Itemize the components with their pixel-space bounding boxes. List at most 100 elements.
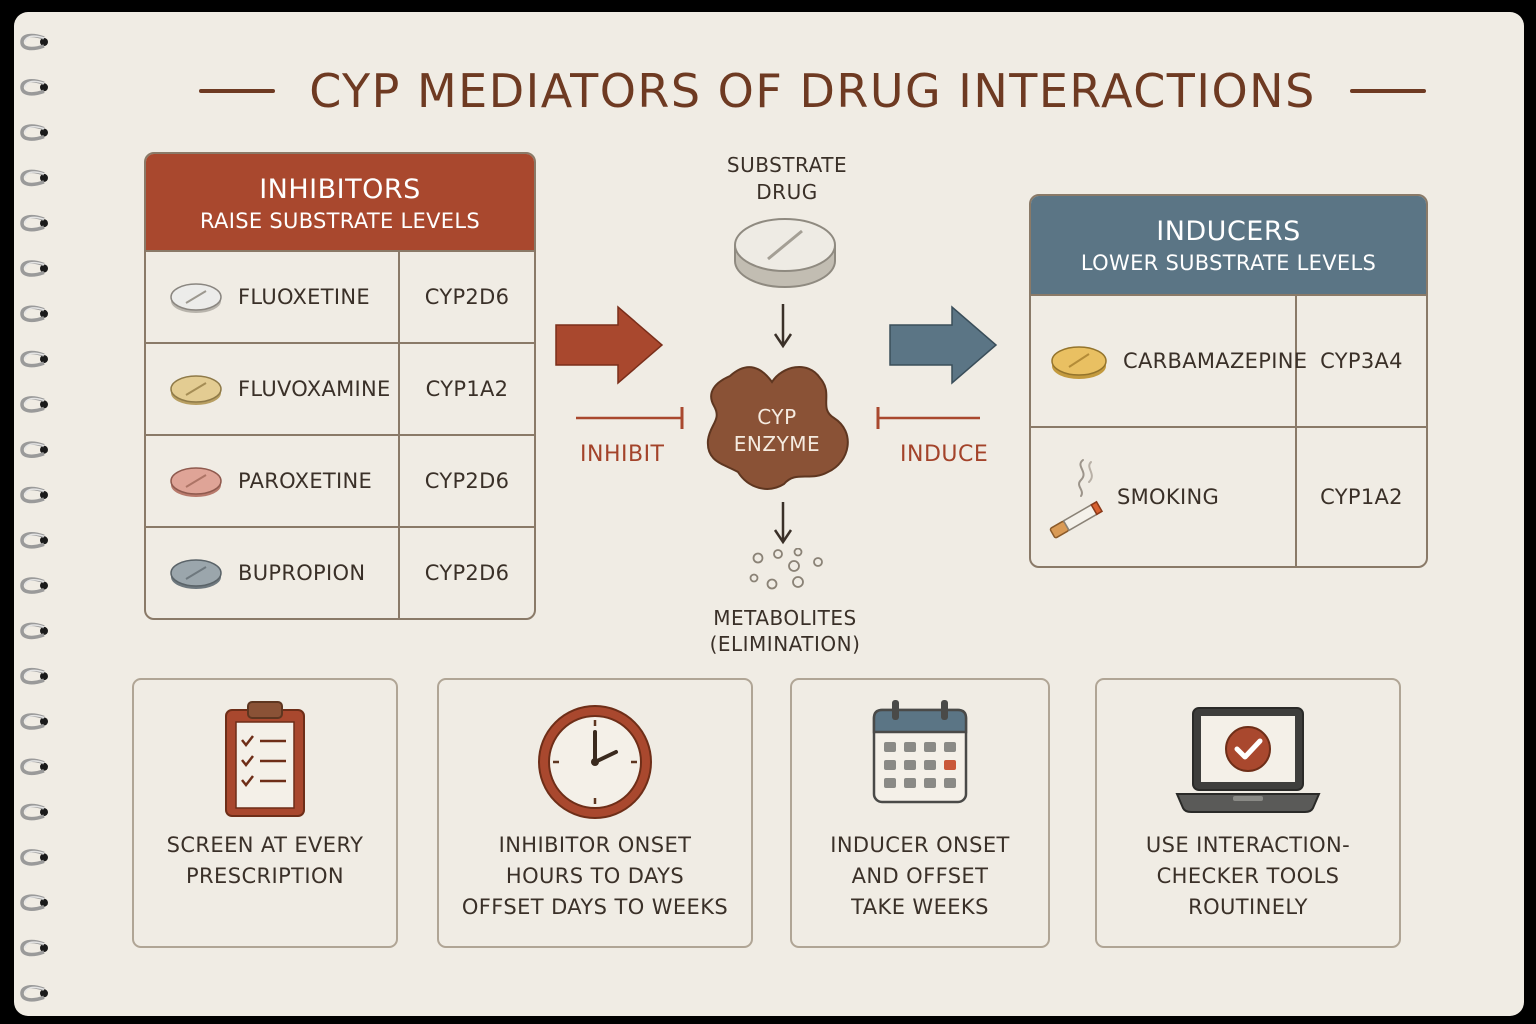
induce-line-icon	[876, 407, 980, 429]
table-row-drug: PAROXETINE	[146, 434, 400, 526]
induce-label: INDUCE	[900, 442, 989, 467]
card-text-line: CHECKER TOOLS	[1156, 864, 1340, 888]
enzyme-label: CYP ENZYME	[712, 404, 842, 458]
spiral-ring	[20, 124, 48, 141]
spiral-ring	[20, 169, 48, 187]
calendar-icon	[872, 700, 968, 804]
spiral-ring	[20, 758, 48, 776]
inducers-header: INDUCERS LOWER SUBSTRATE LEVELS	[1031, 196, 1426, 294]
inducers-panel: INDUCERS LOWER SUBSTRATE LEVELS CARBAMAZ…	[1029, 194, 1428, 568]
table-row-drug: SMOKING	[1031, 426, 1297, 566]
tan-pill-icon	[170, 375, 222, 405]
inhibit-label: INHIBIT	[580, 442, 665, 467]
spiral-ring	[20, 849, 48, 866]
spiral-ring	[20, 486, 48, 504]
spiral-ring	[20, 214, 48, 232]
cyp-enzyme-blob	[706, 365, 849, 490]
table-row-drug: FLUVOXAMINE	[146, 342, 400, 434]
drug-name: CARBAMAZEPINE	[1123, 349, 1308, 373]
table-row-enzyme: CYP1A2	[1297, 426, 1426, 566]
inhibitors-panel: INHIBITORS RAISE SUBSTRATE LEVELS FLUOXE…	[144, 152, 536, 620]
tip-card-screen: SCREEN AT EVERY PRESCRIPTION	[132, 678, 398, 948]
gray-pill-icon	[170, 559, 222, 589]
spiral-ring	[20, 305, 48, 323]
tip-card-inducer-timing: INDUCER ONSET AND OFFSET TAKE WEEKS	[790, 678, 1050, 948]
card-text-line: PRESCRIPTION	[185, 864, 345, 888]
down-arrow-icon	[773, 502, 793, 545]
card-text-line: TAKE WEEKS	[851, 895, 989, 919]
spiral-ring	[20, 713, 48, 730]
spiral-ring	[20, 396, 48, 413]
yellow-pill-icon	[1051, 346, 1107, 379]
spiral-ring	[20, 894, 48, 911]
spiral-ring	[20, 260, 48, 277]
page-title: CYP MEDIATORS OF DRUG INTERACTIONS	[309, 64, 1316, 118]
spiral-ring	[20, 350, 48, 368]
card-text-line: SCREEN AT EVERY	[166, 833, 364, 857]
table-row-drug: BUPROPION	[146, 526, 400, 618]
card-text-line: INDUCER ONSET	[830, 833, 1010, 857]
spiral-ring	[20, 803, 48, 821]
tip-card-checker-tools: USE INTERACTION- CHECKER TOOLS ROUTINELY	[1095, 678, 1401, 948]
drug-name: FLUOXETINE	[238, 285, 370, 309]
card-text-line: INHIBITOR ONSET	[498, 833, 692, 857]
card-text-line: OFFSET DAYS TO WEEKS	[461, 895, 729, 919]
pink-pill-icon	[170, 467, 222, 497]
substrate-label-line2: DRUG	[756, 180, 818, 204]
inhibitors-title: INHIBITORS	[259, 174, 421, 205]
spiral-binding	[20, 33, 48, 1002]
inhibitor-arrow-icon	[555, 305, 664, 385]
spiral-ring	[20, 79, 48, 96]
inducers-title: INDUCERS	[1156, 216, 1301, 247]
inhibitors-header: INHIBITORS RAISE SUBSTRATE LEVELS	[146, 154, 534, 250]
card-text-line: HOURS TO DAYS	[505, 864, 685, 888]
inducer-arrow-icon	[889, 305, 998, 385]
drug-name: SMOKING	[1117, 485, 1220, 509]
white-pill-icon	[170, 283, 222, 313]
down-arrow-icon	[773, 304, 793, 349]
spiral-ring	[20, 33, 48, 51]
card-text-line: ROUTINELY	[1188, 895, 1308, 919]
cigarette-icon	[1049, 459, 1104, 539]
table-row-enzyme: CYP1A2	[400, 342, 534, 434]
spiral-ring	[20, 622, 48, 640]
title-dash-right	[1349, 89, 1426, 93]
title-row: CYP MEDIATORS OF DRUG INTERACTIONS	[160, 56, 1465, 126]
spiral-ring	[20, 441, 48, 458]
spiral-ring	[20, 532, 48, 549]
card-text-line: AND OFFSET	[851, 864, 989, 888]
inhibitors-subtitle: RAISE SUBSTRATE LEVELS	[200, 209, 480, 233]
spiral-ring	[20, 985, 48, 1002]
substrate-pill-icon	[734, 218, 836, 288]
spiral-ring	[20, 939, 48, 957]
inhibitors-table: FLUOXETINE CYP2D6 FLUVOXAMINE CYP1A2 PAR…	[146, 250, 534, 618]
spiral-ring	[20, 667, 48, 685]
enzyme-label-line1: CYP	[757, 405, 797, 429]
metabolites-label-line1: METABOLITES	[713, 606, 857, 630]
substrate-label: SUBSTRATE DRUG	[702, 152, 872, 206]
inducers-table: CARBAMAZEPINE CYP3A4 SMOKING CYP1A2	[1031, 294, 1426, 566]
table-row-enzyme: CYP3A4	[1297, 294, 1426, 426]
table-row-drug: FLUOXETINE	[146, 250, 400, 342]
table-row-drug: CARBAMAZEPINE	[1031, 294, 1307, 426]
clock-icon	[538, 705, 652, 819]
tip-card-inhibitor-timing: INHIBITOR ONSET HOURS TO DAYS OFFSET DAY…	[437, 678, 753, 948]
card-text-line: USE INTERACTION-	[1145, 833, 1351, 857]
drug-name: FLUVOXAMINE	[238, 377, 391, 401]
clipboard-checklist-icon	[225, 701, 305, 817]
spiral-ring	[20, 577, 48, 594]
substrate-label-line1: SUBSTRATE	[726, 153, 848, 177]
metabolite-particles-icon	[749, 548, 823, 590]
metabolites-label: METABOLITES (ELIMINATION)	[690, 605, 880, 657]
inducers-subtitle: LOWER SUBSTRATE LEVELS	[1080, 251, 1377, 275]
title-dash-left	[199, 89, 276, 93]
table-row-enzyme: CYP2D6	[400, 250, 534, 342]
metabolites-label-line2: (ELIMINATION)	[709, 632, 861, 656]
laptop-check-icon	[1175, 707, 1321, 813]
enzyme-label-line2: ENZYME	[733, 432, 821, 456]
table-row-enzyme: CYP2D6	[400, 526, 534, 618]
drug-name: BUPROPION	[238, 561, 366, 585]
table-row-enzyme: CYP2D6	[400, 434, 534, 526]
drug-name: PAROXETINE	[238, 469, 373, 493]
inhibit-line-icon	[576, 407, 684, 429]
